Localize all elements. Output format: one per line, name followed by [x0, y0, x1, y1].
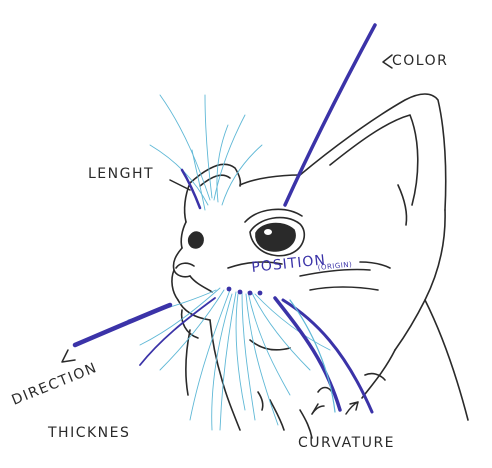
label-position: POSITION [251, 252, 327, 276]
label-curvature: CURVATURE [298, 435, 395, 451]
label-lenght: LENGHT [88, 166, 154, 182]
label-color: COLOR [392, 53, 448, 69]
label-thicknes: THICKNES [47, 425, 130, 441]
label-direction: DIRECTION [10, 360, 100, 409]
blue-marker-strokes [75, 25, 375, 412]
